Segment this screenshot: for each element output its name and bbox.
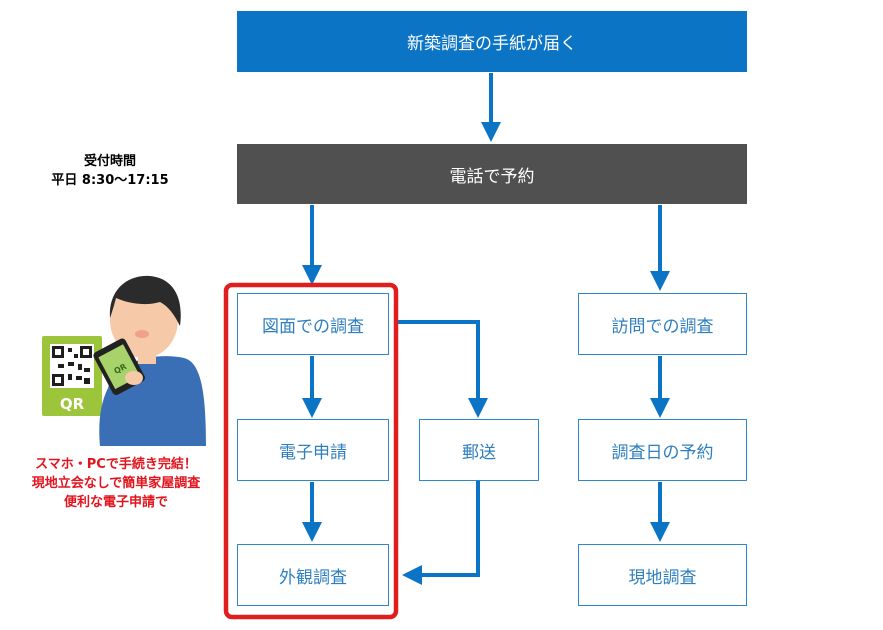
flow-step-onsite-survey: 現地調査 <box>578 544 747 606</box>
reception-hours: 受付時間 平日 8:30～17:15 <box>20 152 200 190</box>
promo-line-1: スマホ・PCで手続き完結！ <box>35 457 197 472</box>
arrow-mail-to-exterior <box>402 480 480 585</box>
promo-line-3: 便利な電子申請で <box>63 495 168 510</box>
qr-code-icon: QR <box>42 336 102 416</box>
flow-step-label: 図面での調査 <box>262 316 364 337</box>
flow-step-mail: 郵送 <box>419 419 539 481</box>
flow-step-phone-reservation: 電話で予約 <box>237 144 747 204</box>
flow-step-label: 調査日の予約 <box>611 442 714 463</box>
reception-hours-title: 受付時間 <box>83 154 136 169</box>
promo-text: スマホ・PCで手続き完結！ 現地立会なしで簡単家屋調査 便利な電子申請で <box>0 455 232 512</box>
flow-step-label: 電話で予約 <box>449 166 535 187</box>
flow-step-electronic-application: 電子申請 <box>237 419 389 481</box>
promo-line-2: 現地立会なしで簡単家屋調査 <box>31 476 201 491</box>
flow-step-label: 現地調査 <box>628 567 697 588</box>
flow-step-label: 外観調査 <box>279 567 347 588</box>
flow-step-label: 電子申請 <box>279 442 347 463</box>
qr-sign-label: QR <box>60 395 85 413</box>
flow-step-schedule-survey-date: 調査日の予約 <box>578 419 747 481</box>
flow-step-exterior-survey: 外観調査 <box>237 544 389 606</box>
reception-hours-time: 平日 8:30～17:15 <box>51 173 169 188</box>
flow-step-letter-arrives: 新築調査の手紙が届く <box>237 11 747 72</box>
person-with-smartphone-icon: QR QR <box>42 275 206 446</box>
flow-step-visit-survey: 訪問での調査 <box>578 293 747 355</box>
flow-step-label: 郵送 <box>462 442 496 463</box>
flow-step-drawing-survey: 図面での調査 <box>237 293 389 355</box>
electronic-route-highlight <box>223 282 399 620</box>
flow-step-label: 新築調査の手紙が届く <box>407 34 577 54</box>
flow-step-label: 訪問での調査 <box>611 316 714 337</box>
arrow-drawing-to-mail <box>398 320 488 418</box>
